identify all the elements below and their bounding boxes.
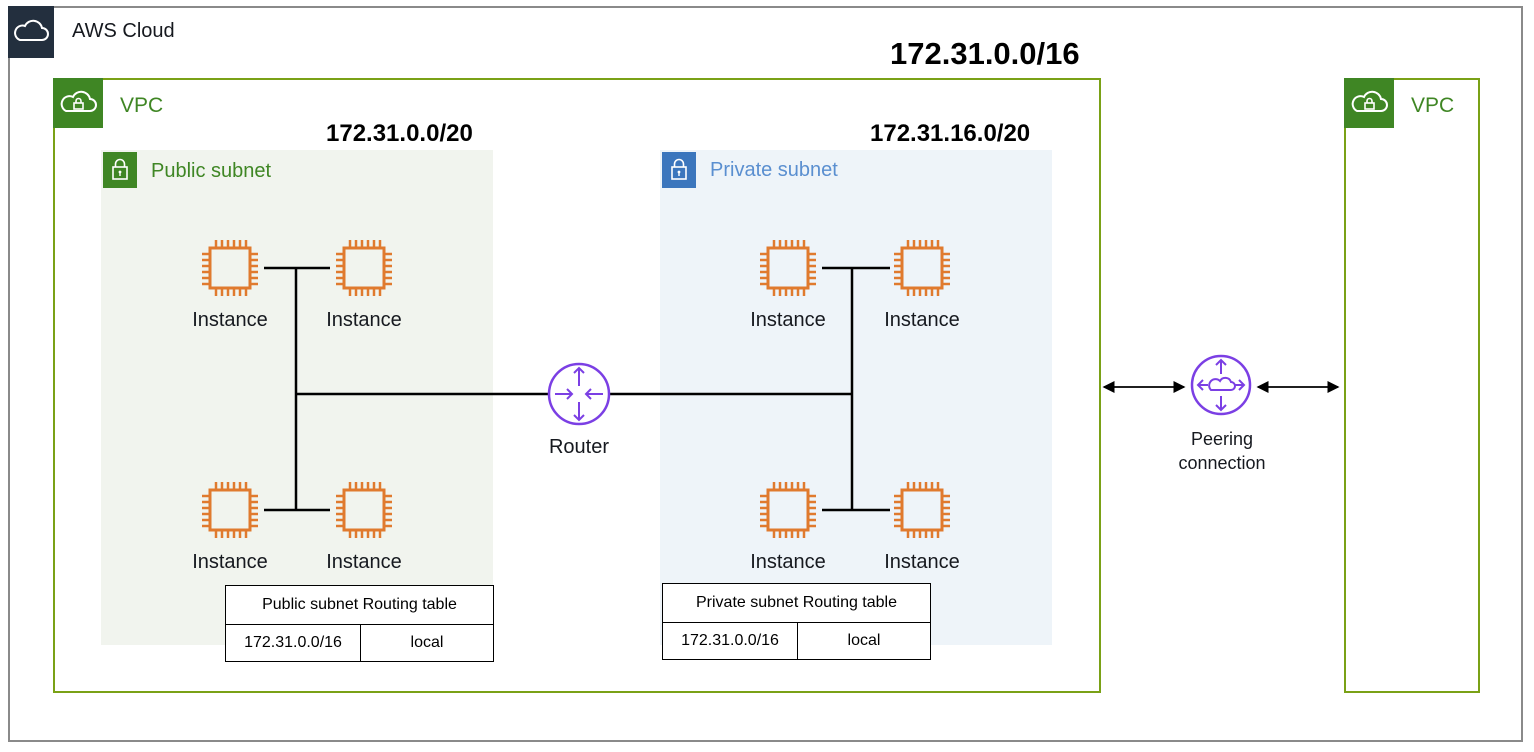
vpc-peer-label: VPC xyxy=(1411,94,1455,117)
instance-icon xyxy=(758,238,818,298)
vpc-main-label: VPC xyxy=(120,94,164,117)
route-destination: 172.31.0.0/16 xyxy=(226,625,361,661)
instance-label: Instance xyxy=(192,551,268,573)
instance-label: Instance xyxy=(326,309,402,331)
route-destination: 172.31.0.0/16 xyxy=(663,623,798,659)
private-subnet-badge xyxy=(662,152,696,188)
peering-connection-label: Peering connection xyxy=(1160,427,1284,475)
vpc-main-badge xyxy=(53,78,103,128)
vpc-cloud-lock-icon xyxy=(1351,90,1388,112)
instance-icon xyxy=(892,480,952,540)
vpc-peer-badge xyxy=(1344,78,1394,128)
instance-icon xyxy=(334,480,394,540)
instance-icon xyxy=(200,480,260,540)
vpc-cloud-lock-icon xyxy=(60,90,97,112)
public-subnet-label: Public subnet xyxy=(151,160,272,182)
route-target: local xyxy=(410,634,444,651)
lock-icon xyxy=(112,158,128,180)
public-subnet-badge xyxy=(103,152,137,188)
routing-table-title: Private subnet Routing table xyxy=(663,584,930,623)
vpc-cidr: 172.31.0.0/16 xyxy=(890,36,1080,71)
routing-table-title: Public subnet Routing table xyxy=(226,586,493,625)
routing-table-row: 172.31.0.0/16 local xyxy=(226,625,493,661)
aws-cloud-container xyxy=(8,6,1523,742)
routing-table-row: 172.31.0.0/16 local xyxy=(663,623,930,659)
route-target: local xyxy=(847,632,881,649)
instance-label: Instance xyxy=(750,309,826,331)
private-subnet-links xyxy=(610,266,890,512)
peering-connection-icon xyxy=(1190,354,1252,416)
private-routing-table: Private subnet Routing table 172.31.0.0/… xyxy=(662,583,931,660)
private-subnet-cidr: 172.31.16.0/20 xyxy=(866,120,1035,148)
instance-icon xyxy=(334,238,394,298)
aws-cloud-label: AWS Cloud xyxy=(72,20,175,42)
router-icon xyxy=(547,362,611,426)
vpc-main xyxy=(53,78,1101,693)
instance-icon xyxy=(200,238,260,298)
instance-label: Instance xyxy=(884,309,960,331)
instance-label: Instance xyxy=(192,309,268,331)
vpc-peer xyxy=(1344,78,1480,693)
lock-icon xyxy=(671,158,687,180)
private-subnet-label: Private subnet xyxy=(710,159,838,181)
public-subnet-cidr: 172.31.0.0/20 xyxy=(322,120,477,148)
cloud-icon xyxy=(14,19,49,41)
instance-label: Instance xyxy=(326,551,402,573)
instance-label: Instance xyxy=(884,551,960,573)
public-subnet-links xyxy=(264,266,548,512)
peering-label-line2: connection xyxy=(1178,453,1266,473)
instance-icon xyxy=(892,238,952,298)
instance-icon xyxy=(758,480,818,540)
private-subnet xyxy=(660,150,1052,645)
instance-label: Instance xyxy=(750,551,826,573)
router-label: Router xyxy=(548,436,610,458)
aws-cloud-badge xyxy=(8,6,54,58)
peering-label-line1: Peering xyxy=(1190,429,1254,449)
public-routing-table: Public subnet Routing table 172.31.0.0/1… xyxy=(225,585,494,662)
